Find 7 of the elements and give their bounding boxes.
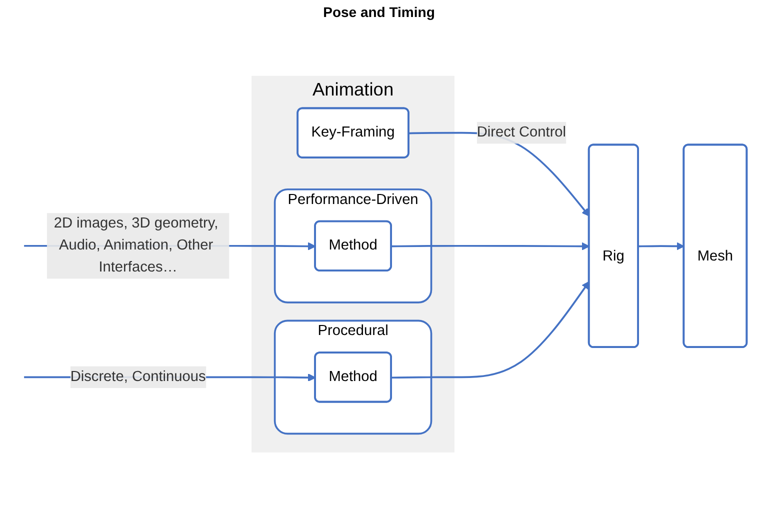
edge-label: Direct Control [476, 124, 566, 140]
edge-label: 2D images, 3D geometry, Audio, Animation, Other Interfaces… [54, 216, 218, 276]
arrow [391, 282, 590, 379]
vertical-note: Pose and Timing [323, 4, 435, 20]
edge-label: Discrete, Continuous [70, 369, 206, 385]
arrow [391, 242, 590, 251]
arrow [638, 242, 684, 251]
